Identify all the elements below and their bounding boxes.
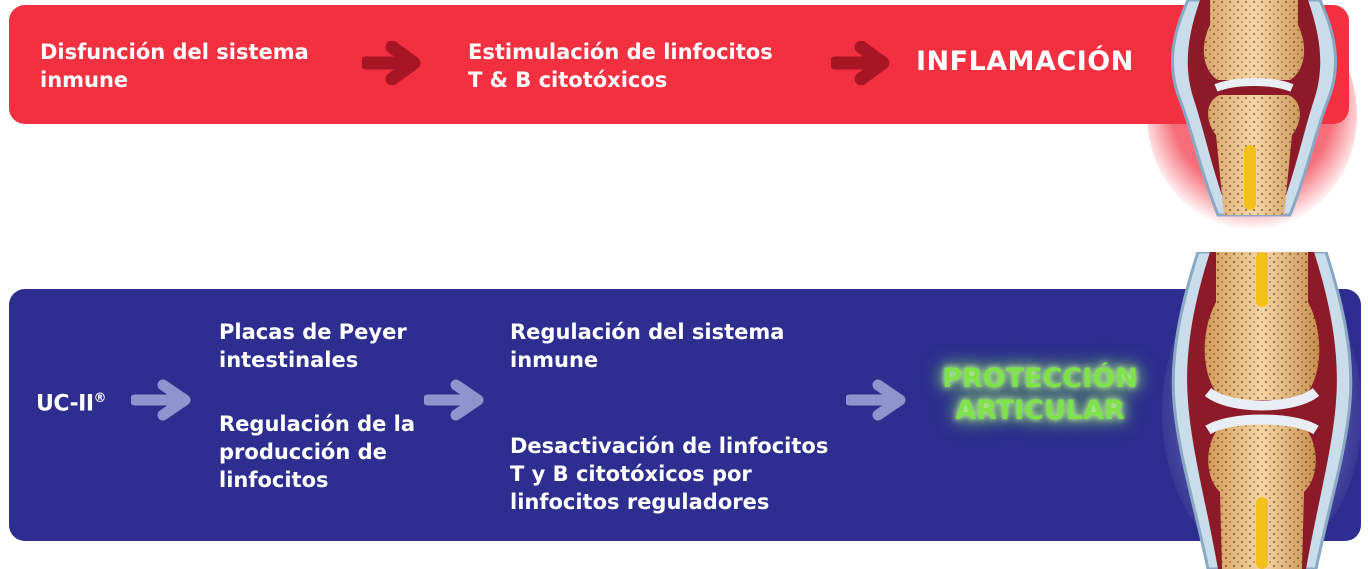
arrow-right-icon — [424, 378, 488, 422]
healthy-joint-illustration — [1160, 252, 1365, 569]
inflamed-joint-illustration — [1140, 0, 1365, 230]
deactivation-text: Desactivación de linfocitos T y B citotó… — [510, 434, 829, 514]
inflammation-title: INFLAMACIÓN — [916, 46, 1134, 77]
arrow-right-icon — [362, 41, 424, 85]
protection-panel — [9, 289, 1361, 541]
arrow-right-icon — [846, 378, 910, 422]
immune-regulation-text: Regulación del sistema inmune — [510, 320, 785, 372]
dysfunction-text: Disfunción del sistema inmune — [40, 40, 309, 92]
arrow-right-icon — [131, 378, 195, 422]
protection-title: PROTECCIÓN ARTICULAR — [942, 363, 1138, 426]
peyer-patches-text: Placas de Peyer intestinales — [219, 320, 407, 372]
stimulation-text: Estimulación de linfocitos T & B citotóx… — [468, 40, 773, 92]
lymphocyte-production-text: Regulación de la producción de linfocito… — [219, 412, 416, 492]
inflammation-panel — [9, 5, 1349, 124]
uc-ii-label: UC-II® — [36, 391, 107, 417]
arrow-right-icon — [831, 41, 893, 85]
